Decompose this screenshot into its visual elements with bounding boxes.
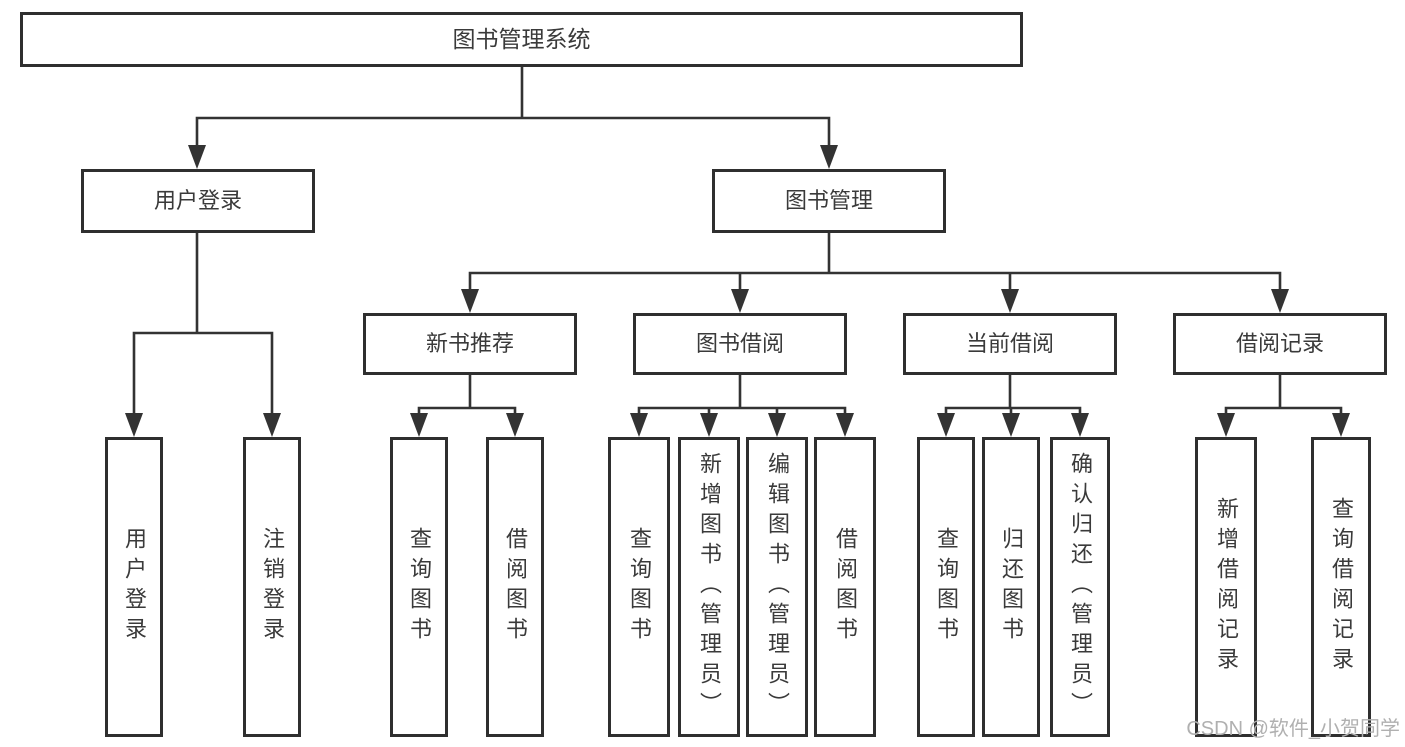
leaf-edit-books-admin: 编辑图书（管理员） <box>746 437 808 737</box>
branch-records <box>1224 375 1343 416</box>
node-user-login: 用户登录 <box>81 169 315 233</box>
csdn-watermark: CSDN @软件_小贺同学 <box>1186 718 1400 740</box>
branch-borrow <box>637 375 847 416</box>
branch-root <box>195 67 831 148</box>
branch-login <box>132 233 274 416</box>
leaf-add-books-admin: 新增图书（管理员） <box>678 437 740 737</box>
node-borrow-records: 借阅记录 <box>1173 313 1387 375</box>
leaf-query-books-3: 查询图书 <box>917 437 975 737</box>
leaf-user-login: 用户登录 <box>105 437 163 737</box>
leaf-return-books: 归还图书 <box>982 437 1040 737</box>
node-book-manage: 图书管理 <box>712 169 946 233</box>
leaf-logout: 注销登录 <box>243 437 301 737</box>
node-book-borrow: 图书借阅 <box>633 313 847 375</box>
node-new-book-recommend: 新书推荐 <box>363 313 577 375</box>
leaf-confirm-return-admin: 确认归还（管理员） <box>1050 437 1110 737</box>
leaf-borrow-books-1: 借阅图书 <box>486 437 544 737</box>
branch-current <box>944 375 1082 416</box>
branch-newbook <box>417 375 517 416</box>
leaf-add-borrow-record: 新增借阅记录 <box>1195 437 1257 737</box>
branch-manage <box>468 233 1282 292</box>
node-root-system: 图书管理系统 <box>20 12 1023 67</box>
leaf-query-books-1: 查询图书 <box>390 437 448 737</box>
leaf-query-books-2: 查询图书 <box>608 437 670 737</box>
node-current-borrow: 当前借阅 <box>903 313 1117 375</box>
leaf-borrow-books-2: 借阅图书 <box>814 437 876 737</box>
leaf-query-borrow-record: 查询借阅记录 <box>1311 437 1371 737</box>
